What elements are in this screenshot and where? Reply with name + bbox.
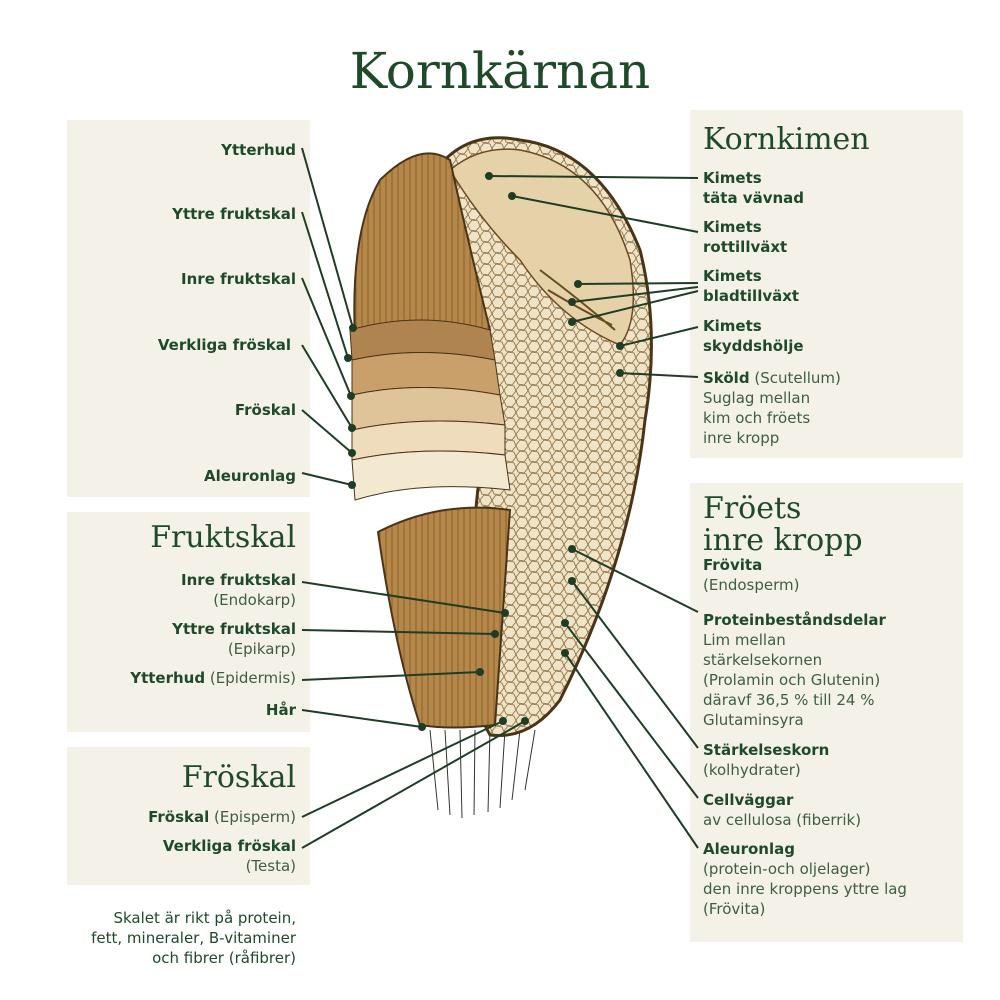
panel-fruktskal	[67, 512, 310, 732]
label-ytterhud: Ytterhud	[221, 141, 296, 159]
panel-outer-layers	[67, 120, 310, 497]
frovita: Frövita(Endosperm)	[703, 556, 800, 594]
page-title: Kornkärnan	[349, 42, 651, 100]
froskal-episperm: Fröskal (Episperm)	[148, 808, 296, 826]
fruktskal-ytterhud: Ytterhud (Epidermis)	[130, 669, 296, 687]
aleuronlag: Aleuronlag(protein-och oljelager)den inr…	[703, 840, 907, 918]
fruktskal-har: Hår	[265, 701, 296, 719]
leader-lines	[301, 147, 699, 849]
husk-bottom	[376, 506, 512, 729]
label-verkliga-froskal: Verkliga fröskal	[157, 336, 291, 354]
froskal-heading: Fröskal	[181, 760, 296, 795]
fruktskal-inre: Inre fruktskal(Endokarp)	[181, 571, 296, 609]
label-aleuronlag: Aleuronlag	[204, 467, 296, 485]
kornkimen-heading: Kornkimen	[703, 122, 870, 157]
label-froskal: Fröskal	[234, 401, 296, 419]
froskal-testa: Verkliga fröskal(Testa)	[162, 837, 296, 875]
panel-froskal	[67, 747, 310, 885]
fruktskal-yttre: Yttre fruktskal(Epikarp)	[172, 620, 296, 658]
germ	[449, 148, 635, 346]
leader-dots	[344, 172, 624, 731]
layer-bands	[349, 319, 511, 501]
label-inre-fruktskal: Inre fruktskal	[181, 270, 296, 288]
hair-strands	[429, 729, 536, 819]
panel-inre-kropp	[690, 483, 963, 942]
label-yttre-fruktskal: Yttre fruktskal	[172, 205, 296, 223]
starkelseskorn: Stärkelseskorn(kolhydrater)	[703, 741, 830, 779]
fruktskal-heading: Fruktskal	[150, 520, 296, 555]
footnote: Skalet är rikt på protein,fett, minerale…	[91, 909, 296, 967]
panel-kornkimen	[690, 110, 963, 458]
